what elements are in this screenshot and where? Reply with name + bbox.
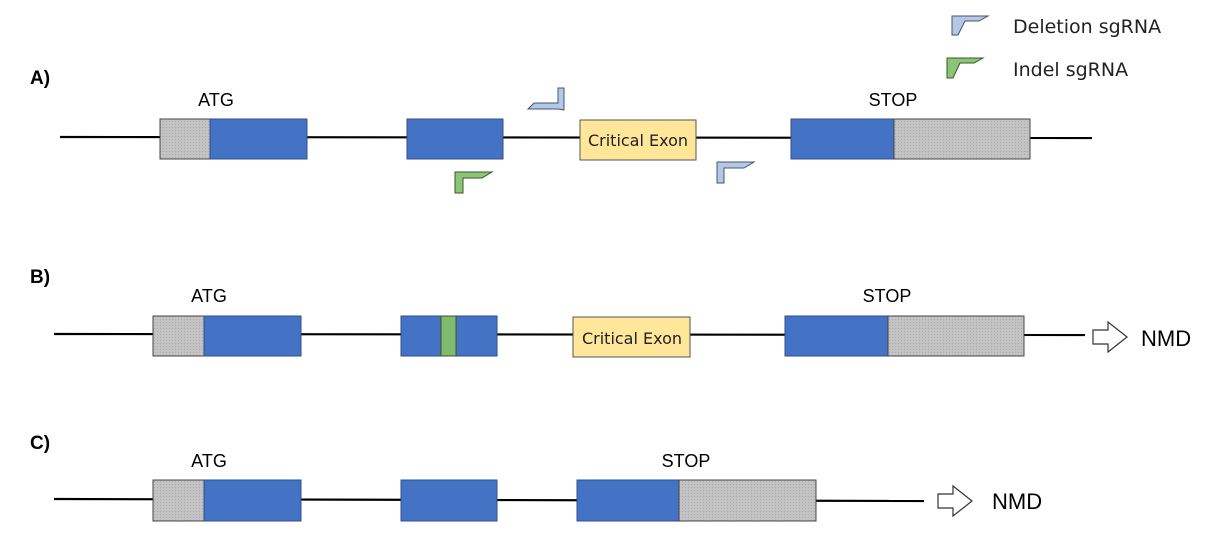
panel-a-5utr: [159, 118, 211, 160]
panel-b-indel-mutation: [440, 315, 457, 357]
panel-b-label: B): [30, 267, 50, 288]
panel-b-3utr: [887, 315, 1025, 357]
panel-c-label: C): [30, 433, 50, 454]
deletion-sgrna-marker-upstream: [526, 87, 565, 111]
panel-b-stop-label: STOP: [863, 286, 912, 306]
panel-a-3utr: [893, 118, 1031, 160]
panel-c-3utr: [678, 479, 817, 522]
panel-c-stop-label: STOP: [662, 451, 711, 471]
panel-c-nmd-label: NMD: [992, 489, 1042, 514]
indel-sgrna-legend-icon: [946, 57, 985, 79]
indel-sgrna-marker: [454, 171, 494, 194]
panel-b-critical-exon: [572, 316, 691, 358]
panel-c-exon-2: [400, 479, 498, 522]
panel-a-critical-exon-label: Critical Exon: [588, 131, 688, 150]
panel-b-exon-1: [203, 315, 302, 357]
panel-b-nmd-arrow-icon: [1092, 320, 1128, 354]
panel-a-exon-1: [209, 118, 308, 160]
panel-c-nmd-arrow-icon: [937, 484, 973, 518]
panel-c: C) ATG STOP NMD: [30, 433, 1042, 522]
panel-c-5utr: [152, 479, 205, 522]
deletion-sgrna-legend-label: Deletion sgRNA: [1013, 16, 1161, 38]
panel-c-atg-label: ATG: [191, 451, 227, 471]
panel-b-nmd-label: NMD: [1141, 326, 1191, 351]
panel-b-5utr: [152, 315, 205, 357]
panel-c-exon-last: [576, 479, 680, 522]
panel-a-exon-last: [790, 118, 895, 160]
panel-a: A) Critical Exon ATG STOP: [30, 68, 1093, 194]
panel-a-atg-label: ATG: [198, 90, 234, 110]
panel-a-label: A): [30, 68, 50, 89]
deletion-sgrna-legend-icon: [951, 15, 990, 36]
panel-a-exon-2: [406, 118, 504, 160]
panel-c-exon-1: [203, 479, 302, 522]
panel-a-critical-exon: [579, 119, 697, 161]
deletion-sgrna-marker-downstream: [716, 161, 756, 184]
panel-b-atg-label: ATG: [191, 286, 227, 306]
panel-b-exon-last: [784, 315, 889, 357]
legend: Deletion sgRNA Indel sgRNA: [946, 15, 1161, 81]
panel-a-stop-label: STOP: [869, 90, 918, 110]
panel-b-critical-exon-label: Critical Exon: [582, 329, 682, 348]
panel-b: B) Critical Exon ATG STOP NMD: [30, 267, 1191, 358]
indel-sgrna-legend-label: Indel sgRNA: [1013, 59, 1128, 81]
